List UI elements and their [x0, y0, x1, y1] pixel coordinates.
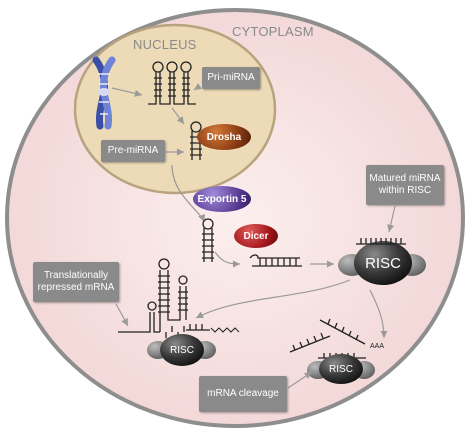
exportin-5-enzyme: Exportin 5: [193, 186, 251, 212]
repressed-mrna: [118, 258, 240, 338]
risc-complex-large: [338, 238, 426, 285]
arrow-to-dicer-product: [214, 251, 241, 268]
pri-mirna-label: Pri-miRNA: [207, 72, 255, 83]
dicer-enzyme: Dicer: [234, 224, 278, 248]
cytoplasm-title: CYTOPLASM: [232, 24, 314, 39]
matured-mirna-label-box: Matured miRNA within RISC: [366, 165, 444, 205]
mrna-cleavage-label: mRNA cleavage: [207, 388, 279, 399]
mirna-duplex: [249, 254, 302, 267]
mrna-cleavage-label-box: mRNA cleavage: [199, 376, 287, 412]
arrow-export: [171, 164, 206, 223]
arrow-pri-to-pre: [171, 107, 185, 125]
translational-repression-label-box: Translationally repressed mRNA: [33, 262, 119, 302]
risc-label-cleavage: RISC: [329, 363, 353, 375]
matured-mirna-label: Matured miRNA within RISC: [369, 173, 441, 196]
pri-mirna-label-box: Pri-miRNA: [202, 67, 260, 89]
risc-complex-repression: [147, 334, 216, 366]
drosha-enzyme: Drosha: [197, 124, 251, 150]
pre-mirna-hairpin-cytoplasm: [202, 218, 214, 262]
risc-complex-cleavage: [307, 354, 375, 384]
cleaved-mrna-fragments: [289, 318, 366, 359]
poly-a-tail: AAA: [370, 343, 385, 350]
nucleus-title: NUCLEUS: [133, 37, 197, 52]
pre-mirna-label: Pre-miRNA: [107, 145, 159, 156]
arrow-primirna-label: [193, 83, 202, 91]
arrow-matured-label: [387, 205, 396, 233]
arrow-repression-label: [115, 303, 129, 327]
arrow-cleavage-label: [287, 371, 313, 389]
chromosome-icon: [92, 56, 116, 130]
arrow-risc-to-cleavage: [369, 289, 388, 339]
risc-label-repression: RISC: [170, 344, 194, 356]
pri-mirna-hairpins: [148, 61, 196, 105]
risc-label-large: RISC: [365, 254, 401, 272]
pre-mirna-label-box: Pre-miRNA: [101, 140, 165, 162]
arrow-chromosome-to-primirna: [111, 87, 143, 97]
arrow-risc-to-repression: [195, 279, 351, 319]
translational-repression-label: Translationally repressed mRNA: [37, 270, 115, 293]
